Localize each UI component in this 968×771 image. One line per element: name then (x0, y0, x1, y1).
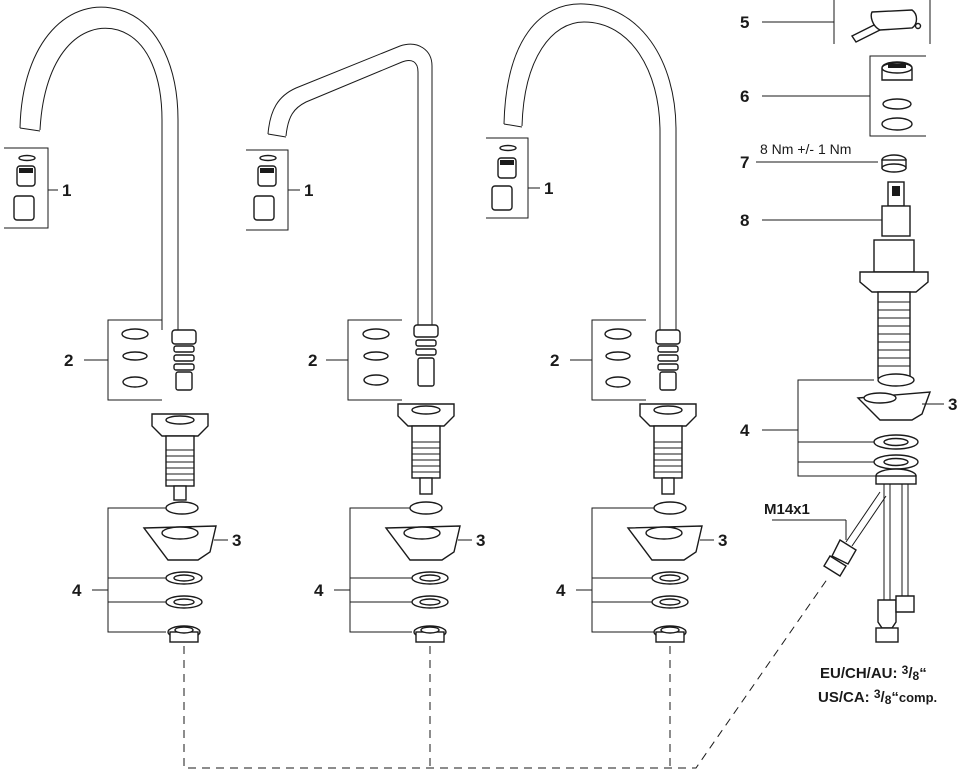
callout-4-c: 4 (556, 581, 566, 600)
callout-3-d: 3 (948, 395, 957, 414)
spout-base-body-3 (639, 403, 697, 495)
callout-1-c: 1 (544, 179, 553, 198)
mixer-body (859, 239, 929, 379)
flex-hose-connector (823, 538, 857, 577)
callout-7: 7 (740, 153, 749, 172)
callout-2-a: 2 (64, 351, 73, 370)
interchange-dashed-lines (183, 577, 829, 769)
seal-kit-2-a: 2 (64, 319, 162, 401)
torque-spec: 8 Nm +/- 1 Nm (760, 141, 851, 157)
callout-3-a: 3 (232, 531, 241, 550)
aerator-kit-1: 1 (4, 147, 71, 229)
aerator-kit-2: 1 (246, 149, 313, 231)
callout-1-a: 1 (62, 181, 71, 200)
lever-handle: 5 (740, 0, 931, 44)
callout-4-b: 4 (314, 581, 324, 600)
spout-variant-2 (267, 43, 439, 387)
spout-3-rings (655, 329, 681, 391)
mounting-set-1: 3 4 (72, 501, 241, 643)
spout-variant-1 (19, 6, 197, 391)
thread-spec: M14x1 (764, 501, 810, 518)
spout-1-tip (19, 127, 41, 132)
connection-spec-us: US/CA: 3/8“comp. (818, 687, 937, 707)
lock-nut: 8 Nm +/- 1 Nm 7 (740, 141, 907, 173)
callout-3-b: 3 (476, 531, 485, 550)
spout-base-body-2 (397, 403, 455, 495)
mounting-set-2: 3 4 (314, 501, 485, 643)
mixer-mounting-set: 3 4 M14x1 (740, 373, 957, 643)
callout-4-d: 4 (740, 421, 750, 440)
cap-seal-kit: 6 (740, 55, 926, 137)
callout-2-b: 2 (308, 351, 317, 370)
spout-1-tube (19, 6, 179, 330)
callout-1-b: 1 (304, 181, 313, 200)
seal-kit-2-c: 2 (550, 319, 646, 401)
mounting-set-3: 3 4 (556, 501, 727, 643)
cartridge: 8 (740, 181, 911, 237)
spout-variant-3 (503, 3, 681, 391)
aerator-kit-3: 1 (486, 137, 553, 219)
callout-5: 5 (740, 13, 749, 32)
callout-2-c: 2 (550, 351, 559, 370)
connection-spec-eu: EU/CH/AU: 3/8“ (820, 663, 927, 683)
spout-2-rings (413, 324, 439, 387)
connection-specs: EU/CH/AU: 3/8“ US/CA: 3/8“comp. (818, 663, 937, 707)
callout-3-c: 3 (718, 531, 727, 550)
callout-6: 6 (740, 87, 749, 106)
spout-1-rings (171, 329, 197, 391)
seal-kit-2-b: 2 (308, 319, 402, 401)
spout-base-body-1 (151, 413, 209, 501)
callout-4-a: 4 (72, 581, 82, 600)
callout-8: 8 (740, 211, 749, 230)
